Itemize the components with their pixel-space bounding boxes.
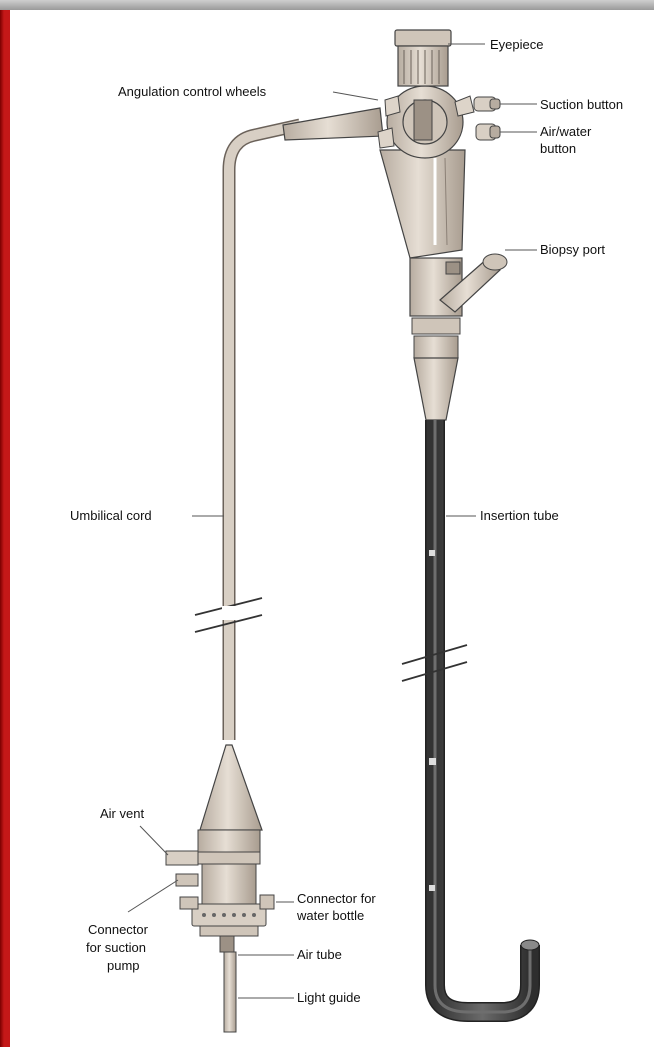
label-suction-pump-line1: Connector: [88, 922, 149, 937]
label-air-water-button-line2: button: [540, 141, 576, 156]
label-water-bottle-line2: water bottle: [296, 908, 364, 923]
label-insertion-tube: Insertion tube: [480, 508, 559, 523]
label-light-guide: Light guide: [297, 990, 361, 1005]
umbilical-cord: [229, 108, 383, 740]
label-biopsy-port: Biopsy port: [540, 242, 605, 257]
label-air-vent: Air vent: [100, 806, 144, 821]
biopsy-port-section: [410, 254, 507, 420]
labels: Eyepiece Angulation control wheels Sucti…: [70, 37, 623, 1005]
label-eyepiece: Eyepiece: [490, 37, 543, 52]
label-water-bottle-line1: Connector for: [297, 891, 376, 906]
light-guide-connector: [166, 745, 274, 1032]
label-suction-pump-line2: for suction: [86, 940, 146, 955]
air-water-button: [476, 124, 500, 140]
eyepiece: [395, 30, 451, 86]
label-air-water-button-line1: Air/water: [540, 124, 592, 139]
control-head: [378, 86, 474, 258]
suction-button: [474, 97, 500, 111]
label-umbilical-cord: Umbilical cord: [70, 508, 152, 523]
label-angulation-control-wheels: Angulation control wheels: [118, 84, 267, 99]
label-suction-pump-line3: pump: [107, 958, 140, 973]
label-suction-button: Suction button: [540, 97, 623, 112]
label-air-tube: Air tube: [297, 947, 342, 962]
